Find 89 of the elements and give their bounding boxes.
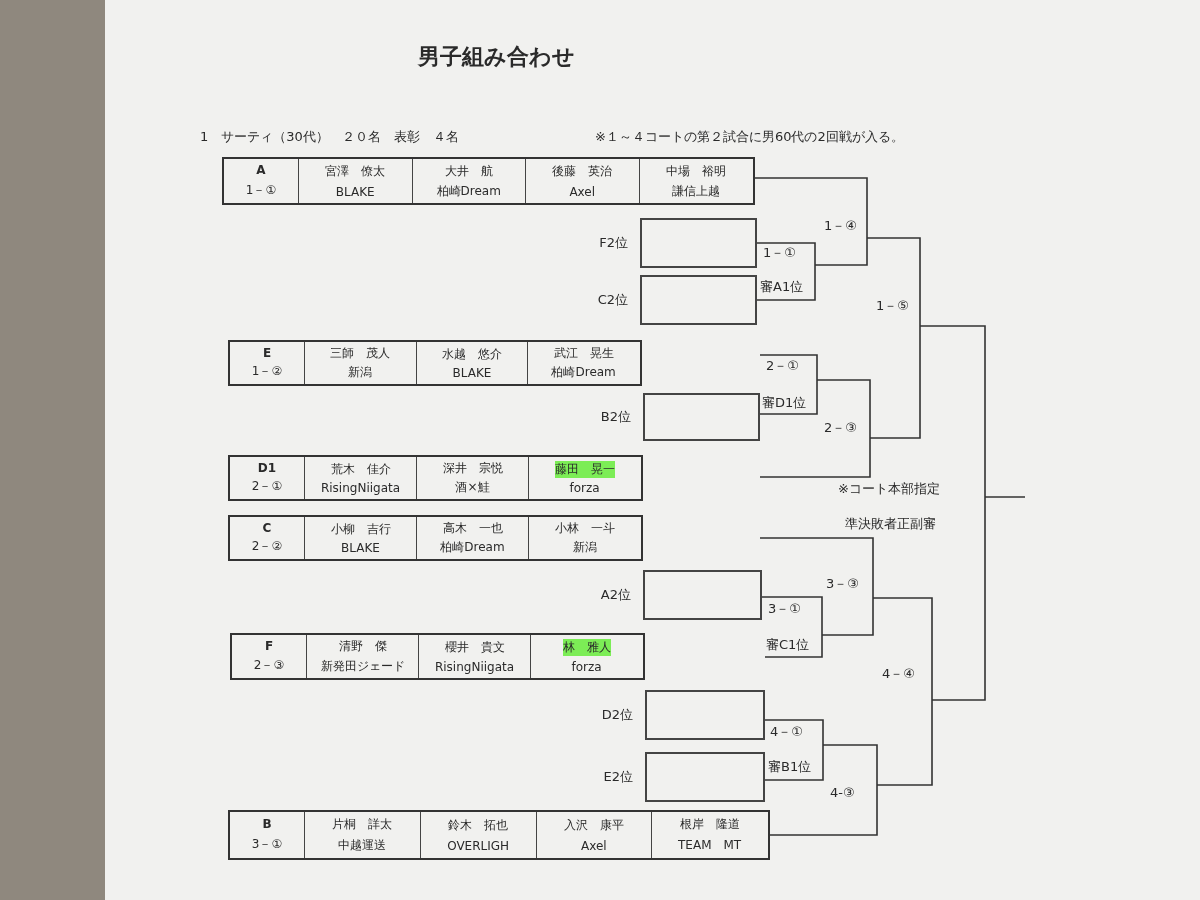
player-name: 林 雅人 (562, 639, 611, 656)
group-table (228, 455, 643, 501)
match-label: 2－③ (824, 419, 857, 437)
team-name: 柏崎Dream (436, 182, 501, 200)
page-title: 男子組み合わせ (418, 43, 575, 71)
player-name: 後藤 英治 (552, 163, 613, 181)
seed-label: D2位 (601, 706, 633, 724)
player-name: 深井 宗悦 (442, 460, 503, 477)
group-label: A (256, 163, 266, 178)
match-label: 3－③ (826, 575, 859, 593)
match-label: ※コート本部指定 (838, 480, 940, 498)
empty-slot-box (645, 690, 765, 740)
seed-label: F2位 (599, 234, 628, 252)
match-label: 1－④ (824, 217, 857, 235)
player-name: 藤田 晃一 (554, 460, 615, 478)
team-name: forza (571, 660, 602, 674)
match-number: 2－② (251, 538, 283, 556)
team-name: forza (569, 481, 600, 496)
empty-slot-box (640, 275, 757, 325)
group-table (228, 340, 642, 386)
player-name: 片桐 詳太 (332, 816, 393, 833)
team-name: BLAKE (341, 541, 380, 556)
match-number: 3－① (251, 836, 283, 854)
group-label: C (262, 520, 272, 535)
player-name: 入沢 康平 (563, 816, 624, 834)
team-name: BLAKE (335, 184, 375, 199)
team-name: 酒×鮭 (455, 479, 490, 496)
group-table (230, 633, 645, 680)
note-text: ※１～４コートの第２試合に男60代の2回戦が入る。 (595, 128, 904, 146)
match-label: 1－⑤ (876, 297, 909, 315)
player-name: 櫻井 貴文 (444, 639, 505, 656)
group-table (228, 515, 643, 561)
team-name: OVERLIGH (447, 839, 510, 854)
team-name: RisingNiigata (320, 481, 401, 496)
match-label: 審B1位 (768, 758, 812, 776)
player-name: 小柳 吉行 (330, 520, 391, 538)
player-name: 鈴木 拓也 (448, 816, 509, 834)
player-name: 水越 悠介 (442, 345, 502, 363)
group-table (228, 810, 770, 860)
team-name: 新潟 (348, 364, 373, 381)
group-table (222, 157, 755, 205)
player-name: 小林 一斗 (554, 520, 615, 537)
group-label: B (262, 816, 272, 831)
empty-slot-box (643, 393, 760, 441)
match-number: 2－③ (253, 657, 285, 674)
team-name: 新発田ジェード (320, 657, 405, 675)
group-label: F (264, 639, 274, 653)
match-label: 2－① (766, 357, 799, 375)
player-name: 宮澤 僚太 (325, 163, 386, 181)
team-name: Axel (569, 184, 596, 199)
match-number: 1－① (245, 181, 277, 199)
team-name: 柏崎Dream (440, 539, 505, 556)
seed-label: B2位 (600, 408, 631, 426)
match-label: 準決敗者正副審 (845, 515, 936, 533)
player-name: 清野 傑 (338, 638, 387, 656)
team-name: BLAKE (452, 366, 492, 381)
group-label: E (262, 345, 272, 360)
player-name: 中場 裕明 (665, 162, 726, 180)
team-name: 謙信上越 (671, 182, 720, 200)
team-name: 中越運送 (338, 837, 387, 854)
match-label: 審A1位 (760, 278, 804, 296)
match-label: 4－④ (882, 665, 915, 683)
team-name: Axel (581, 839, 607, 854)
group-label: D1 (257, 460, 277, 475)
player-name: 高木 一也 (442, 520, 503, 537)
seed-label: E2位 (603, 768, 633, 786)
empty-slot-box (645, 752, 765, 802)
match-label: 4－① (770, 723, 803, 741)
player-name: 武江 晃生 (553, 345, 614, 362)
seed-label: C2位 (597, 291, 628, 309)
player-name: 大井 航 (444, 162, 493, 180)
team-name: 柏崎Dream (551, 364, 616, 381)
match-number: 1－② (251, 363, 283, 381)
player-name: 根岸 隆道 (679, 816, 740, 833)
match-label: 1－① (763, 244, 796, 262)
match-label: 4-③ (830, 785, 855, 800)
seed-label: A2位 (600, 586, 631, 604)
team-name: 新潟 (572, 539, 597, 556)
player-name: 荒木 佳介 (330, 460, 391, 478)
team-name: TEAM MT (678, 837, 742, 854)
empty-slot-box (643, 570, 762, 620)
match-number: 2－① (251, 478, 283, 496)
match-label: 3－① (768, 600, 801, 618)
section-heading: 1 サーティ（30代） ２０名 表彰 ４名 (200, 128, 459, 146)
match-label: 審C1位 (766, 636, 810, 654)
player-name: 三師 茂人 (330, 345, 391, 362)
team-name: RisingNiigata (434, 660, 515, 674)
empty-slot-box (640, 218, 757, 268)
match-label: 審D1位 (762, 394, 807, 412)
